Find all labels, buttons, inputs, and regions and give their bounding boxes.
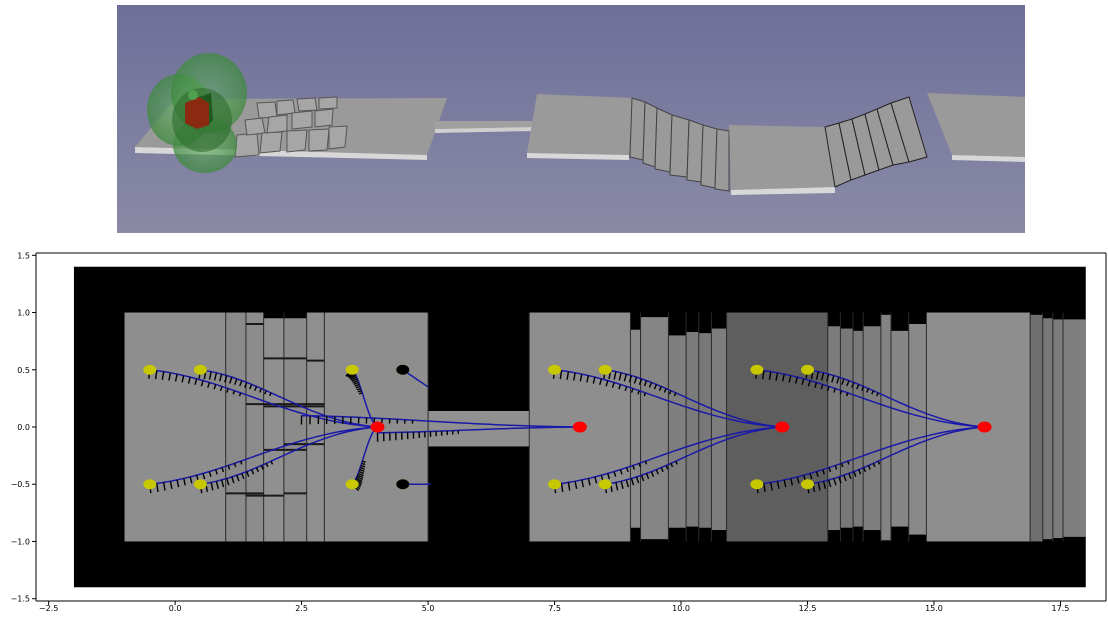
start-point (801, 365, 814, 375)
heightmap-plot: −2.5 0.0 2.5 5.0 7.5 10.0 12.5 15.0 17.5 1.5 1.0 0.… (0, 240, 1108, 613)
plot-canvas: −2.5 0.0 2.5 5.0 7.5 10.0 12.5 15.0 17.5 1.5 1.0 0.… (0, 240, 1108, 613)
start-point (194, 479, 207, 489)
narrow-bridge (435, 121, 532, 133)
terrain-block (1053, 319, 1063, 538)
x-tick-label: −2.5 (39, 604, 58, 613)
robot-head (188, 90, 198, 100)
terrain-block (1030, 315, 1043, 542)
x-tick-label: 5.0 (422, 604, 435, 613)
start-point (750, 365, 763, 375)
terrain-block (641, 317, 669, 539)
start-point (548, 365, 561, 375)
failed-start-point (396, 479, 409, 489)
terrain-block (246, 313, 264, 542)
y-tick-label: 0.0 (17, 423, 30, 432)
terrain-block (264, 318, 284, 541)
terrain-block (909, 324, 927, 535)
terrain-block (840, 329, 853, 528)
terrain-block (828, 326, 841, 530)
start-point (346, 365, 359, 375)
terrain-render-canvas (117, 5, 1025, 233)
start-point (346, 479, 359, 489)
start-point (194, 365, 207, 375)
terrain-3d-render (117, 5, 1025, 233)
robot-body (185, 97, 209, 129)
terrain-block (686, 332, 699, 527)
terrain-block (668, 335, 686, 527)
x-tick-label: 7.5 (548, 604, 561, 613)
x-tick-label: 2.5 (295, 604, 308, 613)
orientation-tick (362, 461, 365, 462)
terrain-block (863, 326, 881, 530)
failed-start-point (396, 365, 409, 375)
terrain-block (1063, 319, 1086, 537)
y-tick-label: −1.5 (11, 595, 30, 604)
x-tick-label: 10.0 (672, 604, 690, 613)
x-tick-label: 17.5 (1052, 604, 1070, 613)
x-tick-label: 15.0 (925, 604, 943, 613)
goal-point (775, 422, 789, 433)
start-point (599, 365, 612, 375)
terrain-block (284, 318, 307, 541)
start-point (143, 365, 156, 375)
start-point (143, 479, 156, 489)
middle-platform (527, 94, 632, 160)
terrain-block (1043, 318, 1053, 539)
terrain-block (881, 315, 891, 541)
y-tick-label: −0.5 (11, 480, 30, 489)
y-tick-label: 1.5 (17, 251, 30, 260)
terrain-block (891, 331, 909, 527)
terrain-block (711, 329, 726, 530)
start-point (801, 479, 814, 489)
terrain-block (125, 313, 226, 542)
terrain-block (699, 333, 712, 528)
low-platform (729, 125, 835, 195)
terrain-block (853, 331, 863, 527)
orientation-tick (359, 393, 362, 394)
y-tick-label: 0.5 (17, 366, 30, 375)
y-tick-label: 1.0 (17, 309, 30, 318)
start-point (548, 479, 561, 489)
terrain-block (630, 330, 640, 528)
start-point (599, 479, 612, 489)
start-point (750, 479, 763, 489)
y-tick-label: −1.0 (11, 537, 30, 546)
x-tick-label: 0.0 (169, 604, 182, 613)
goal-point (573, 422, 587, 433)
terrain-block (307, 313, 325, 542)
goal-point (370, 422, 384, 433)
x-tick-label: 12.5 (799, 604, 817, 613)
goal-point (978, 422, 992, 433)
terrain-block (226, 313, 246, 542)
